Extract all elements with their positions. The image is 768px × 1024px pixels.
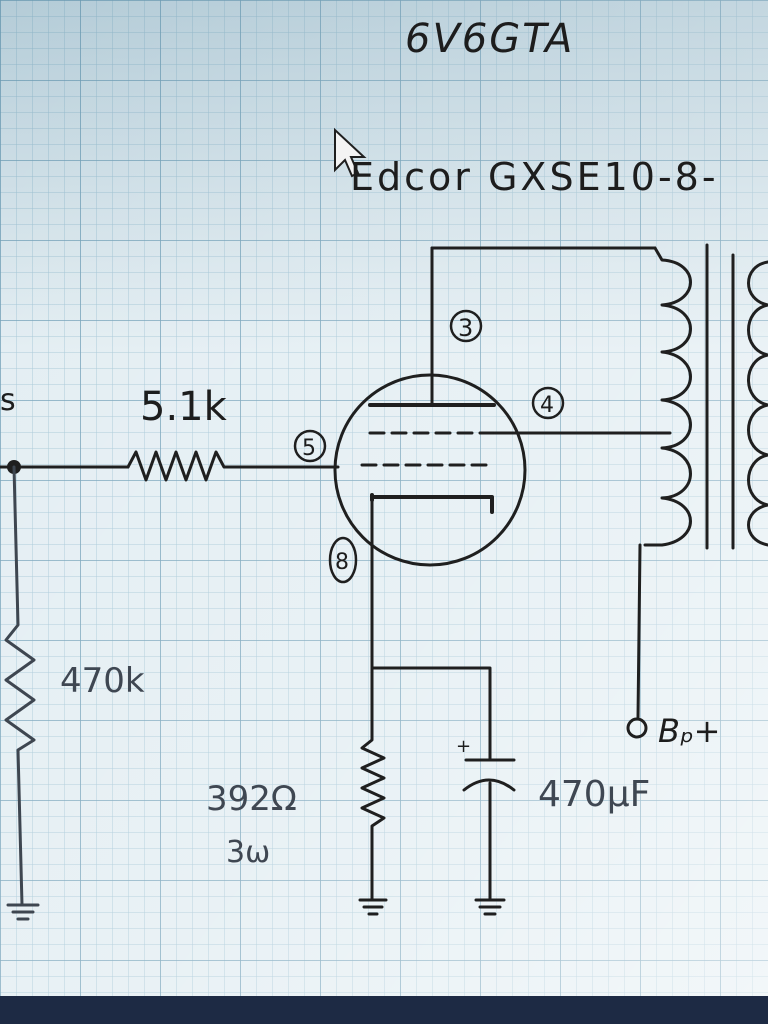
svg-text:3: 3 [458,314,473,342]
grid-leak-label: 470k [60,661,145,701]
input-label: s [0,383,16,418]
pin-label-plate: 3 [449,309,483,343]
cap-polarity: + [456,736,471,757]
cathode-resistor-power: 3ω [226,835,270,870]
pin-label-cathode: 8 [328,536,358,584]
svg-text:5: 5 [302,436,316,461]
svg-text:8: 8 [335,550,349,575]
cathode-resistor-label: 392Ω [206,779,297,819]
grid-resistor [126,450,340,482]
pin-label-screen: 4 [531,386,565,420]
bplus-terminal [626,717,648,739]
tube-6v6gta [333,246,672,670]
mouse-cursor-icon [334,127,367,178]
transformer-label: Edcor GXSE10-8- [350,155,719,199]
cathode-network [358,666,516,916]
supply-label: Bₚ+ [658,712,720,750]
monitor-bezel [0,996,768,1024]
grid-leak-resistor [4,465,40,921]
svg-text:4: 4 [540,393,554,418]
output-transformer [430,243,768,739]
ground-symbol-1 [6,903,40,921]
pin-label-grid: 5 [293,429,327,463]
title-text: 6V6GTA [405,16,574,62]
ground-symbol-2 [358,898,388,916]
cathode-capacitor-label: 470μF [538,774,650,815]
grid-resistor-label: 5.1k [140,384,228,430]
ground-symbol-3 [474,898,506,916]
